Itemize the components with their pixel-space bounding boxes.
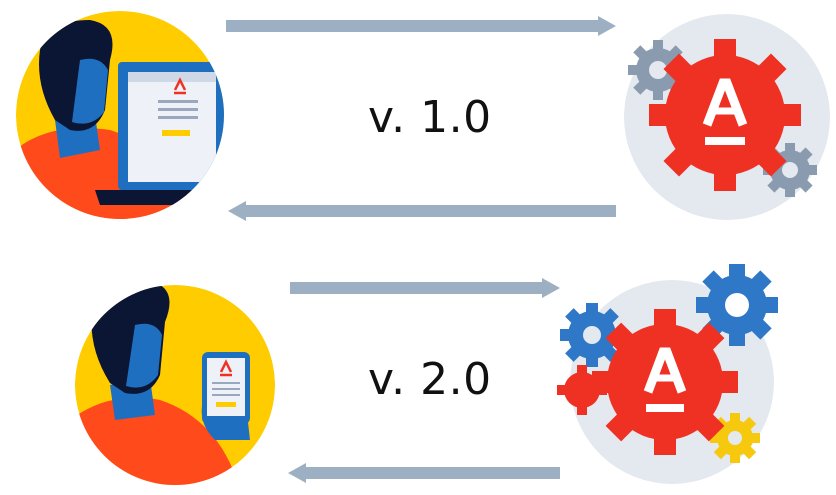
smartphone-icon	[202, 352, 250, 424]
gear-icon	[696, 264, 778, 346]
arrow-right-icon	[542, 278, 560, 298]
bank-logo-gear	[649, 39, 801, 191]
arrow-left-icon	[288, 463, 306, 483]
bank-logo-icon	[702, 78, 748, 145]
version-label-2: v. 2.0	[368, 354, 492, 405]
response-arrow	[228, 201, 616, 221]
gear-icon	[560, 303, 624, 367]
arrow-left-icon	[228, 201, 246, 221]
user-laptop-illustration	[16, 11, 224, 219]
server-gears-illustration-v2	[557, 264, 778, 484]
bank-logo-gear	[592, 309, 738, 455]
gear-icon	[628, 40, 688, 100]
laptop-icon	[95, 62, 224, 205]
gear-icon	[710, 413, 760, 463]
server-gears-illustration	[624, 14, 830, 220]
request-arrow	[226, 16, 616, 36]
request-arrow-v2	[290, 278, 560, 298]
user-smartphone-illustration	[75, 285, 275, 485]
bank-logo-icon	[643, 347, 687, 412]
arrow-right-icon	[598, 16, 616, 36]
response-arrow-v2	[288, 463, 560, 483]
version-label-1: v. 1.0	[368, 92, 492, 143]
